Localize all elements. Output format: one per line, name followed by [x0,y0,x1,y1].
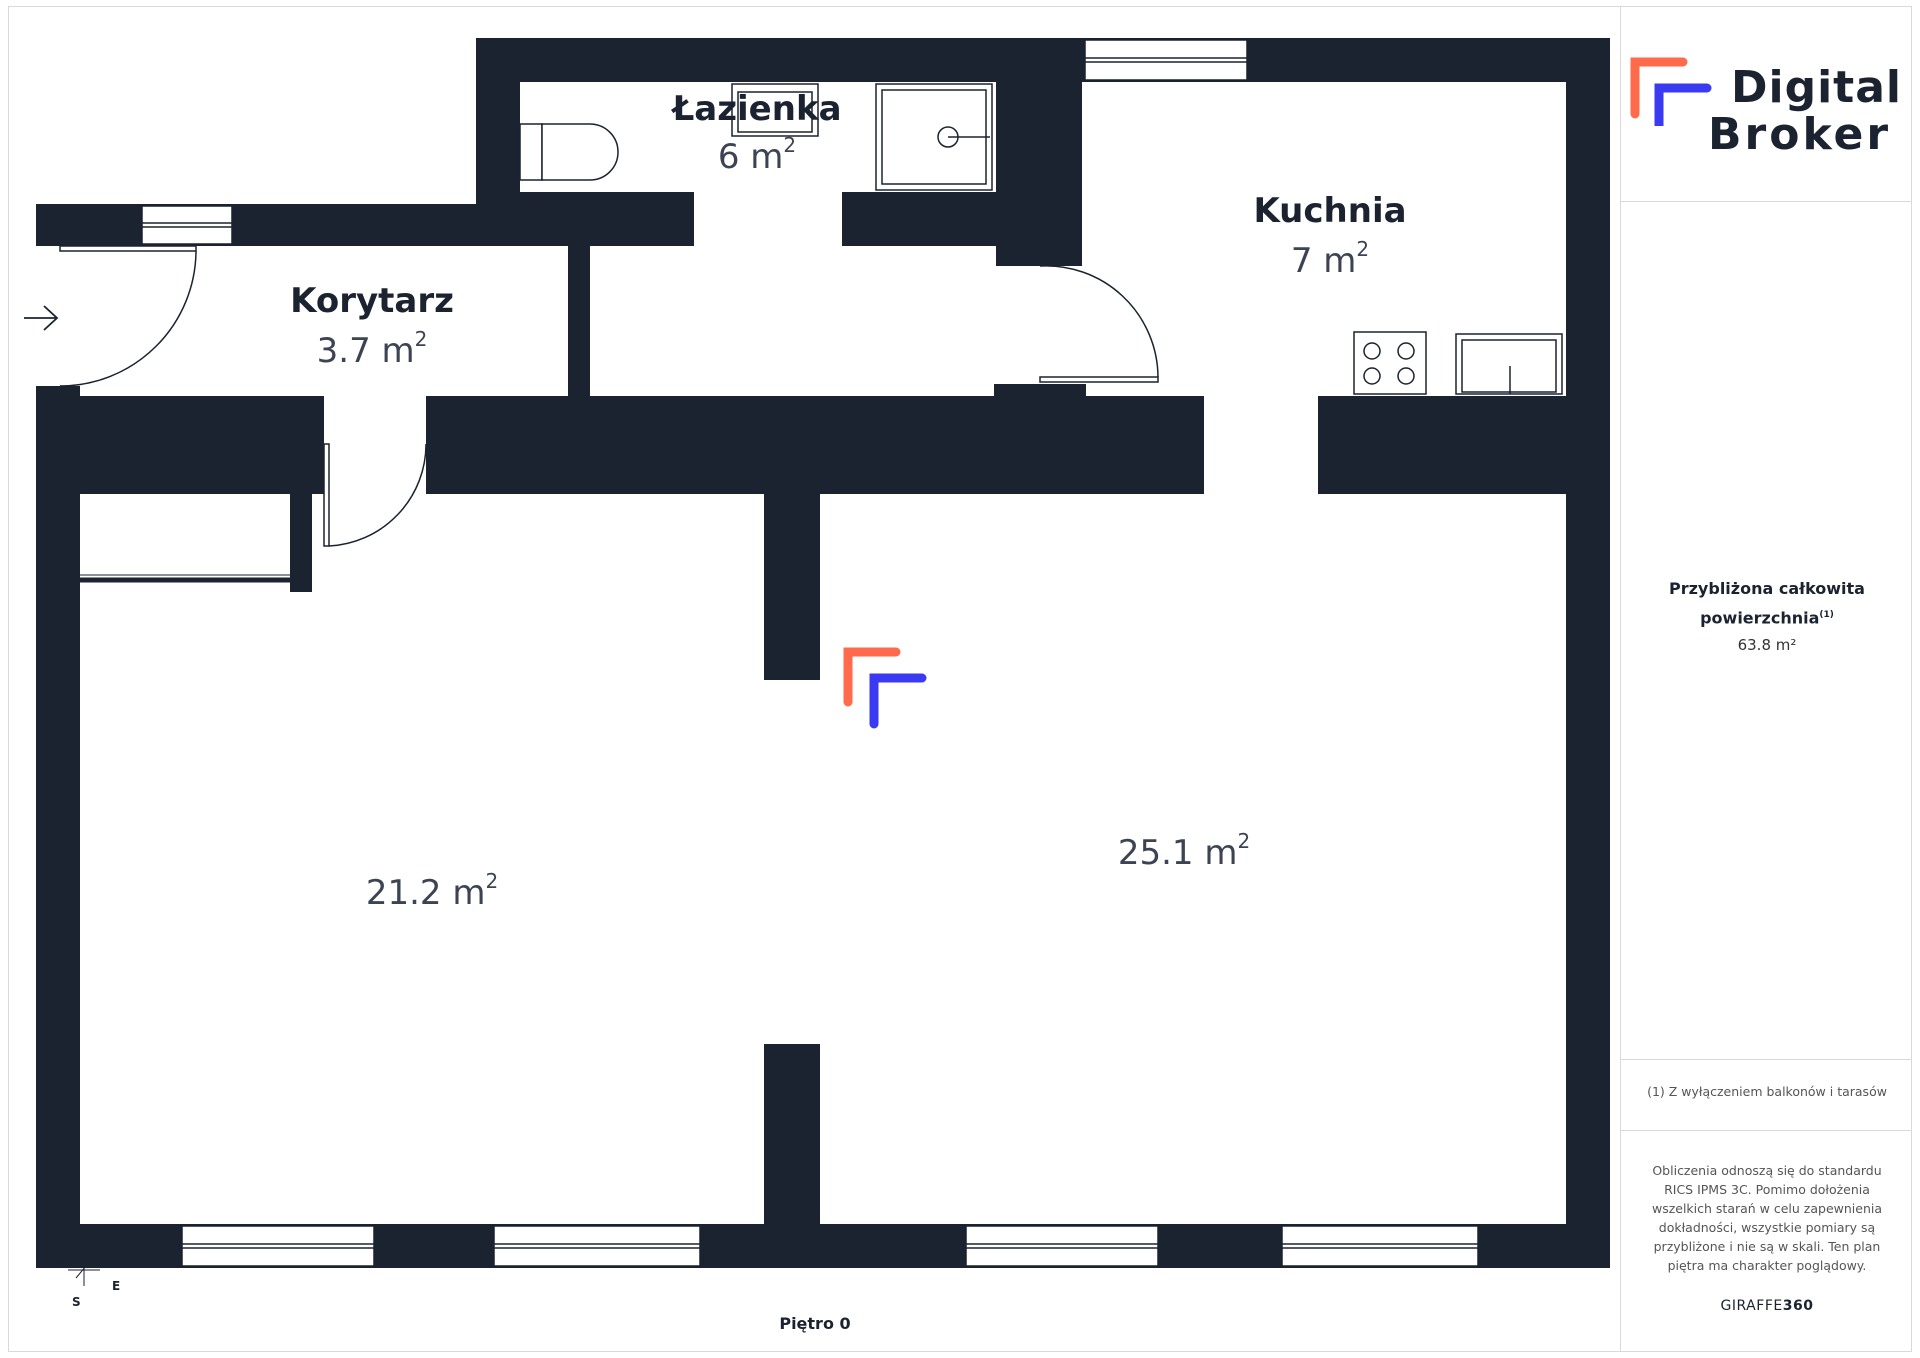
compass-e: E [112,1279,120,1293]
wall-mid-right [1318,396,1610,494]
logo-word-broker: Broker [1708,109,1892,160]
giraffe360-brand: GIRAFFE360 [1720,1298,1814,1314]
burner-icon [1397,367,1415,385]
kitchen-door-leaf [1039,376,1159,383]
sidebar-divider [1621,201,1912,202]
floor-label: Piętro 0 [779,1314,851,1333]
digital-broker-logo: Digital Broker [1621,6,1913,201]
disclaimer: Obliczenia odnoszą się do standardu RICS… [1651,1163,1883,1273]
compass-w: W [52,1255,65,1269]
wall-mid-center [426,396,1204,494]
room-area-bathroom: 6 m [718,137,784,177]
logo-blue-mark [869,673,927,729]
footnote: (1) Z wyłączeniem balkonów i tarasów [1647,1084,1887,1099]
svg-text:7 m2: 7 m2 [1291,237,1369,281]
toilet-bowl [541,123,619,181]
kitchen-door-swing [1039,265,1159,378]
total-area-title: Przybliżona całkowita powierzchnia(1) [1669,579,1865,628]
wall-partition [568,246,590,398]
toilet-tank [519,123,543,181]
entrance-door-leaf [59,245,197,252]
entrance-arrow [24,305,59,331]
cooktop [1353,331,1427,395]
total-area-value: 63.8 m² [1737,636,1797,654]
logo-mark-icon [1630,57,1712,126]
window-bottom-1 [181,1225,375,1267]
room-name-bathroom: Łazienka [670,89,841,129]
room-area-kitchen: 7 m [1291,241,1357,281]
burner-icon [1363,342,1381,360]
fixtures [519,83,1563,395]
logo-word-digital: Digital [1731,62,1902,113]
room-name-kitchen: Kuchnia [1253,191,1406,231]
floor-plan: Łazienka 6 m2 Kuchnia 7 m2 Korytarz 3.7 … [24,38,1610,1309]
compass: N W E S [52,1241,120,1309]
svg-text:3.7 m2: 3.7 m2 [317,327,428,371]
page-frame [8,6,1912,1352]
windows [141,39,1479,1267]
burner-icon [1397,342,1415,360]
wall-divider-top [764,494,820,680]
sidebar-divider [1621,1059,1912,1060]
doors [59,245,1159,583]
compass-n: N [94,1241,104,1255]
sidebar-divider [1621,1130,1912,1131]
wall-door-stub [994,384,1086,398]
window-kitchen [1084,39,1248,81]
wall-wardrobe [290,494,312,592]
window-bottom-2 [493,1225,701,1267]
window-bottom-4 [1281,1225,1479,1267]
wall-left [36,386,80,1268]
wall-right [1566,38,1610,1268]
svg-text:6 m2: 6 m2 [718,133,796,177]
room-area-left-room: 21.2 m [366,873,486,913]
room-labels: Łazienka 6 m2 Kuchnia 7 m2 Korytarz 3.7 … [290,89,1406,913]
window-corridor [141,205,233,245]
center-logo [843,647,927,729]
logo-orange-mark [843,647,901,707]
svg-text:21.2 m2: 21.2 m2 [366,869,498,913]
wall-mid-left [36,396,324,494]
room-name-corridor: Korytarz [290,281,454,321]
svg-text:25.1 m2: 25.1 m2 [1118,829,1250,873]
room-door-leaf [323,443,330,547]
kitchen-sink [1455,333,1563,395]
room-area-corridor: 3.7 m [317,331,415,371]
burner-icon [1363,367,1381,385]
info-sidebar: Digital Broker Przybliżona całkowita pow… [1620,6,1912,1352]
wall-top-bath [476,38,1082,82]
compass-icon [68,1252,100,1286]
room-door-swing [328,443,427,547]
wall-bath-right [996,38,1082,266]
window-bottom-3 [965,1225,1159,1267]
compass-s: S [72,1295,81,1309]
room-area-right-room: 25.1 m [1118,833,1238,873]
entrance-door-swing [59,250,197,387]
wall-corridor-top [36,204,692,246]
